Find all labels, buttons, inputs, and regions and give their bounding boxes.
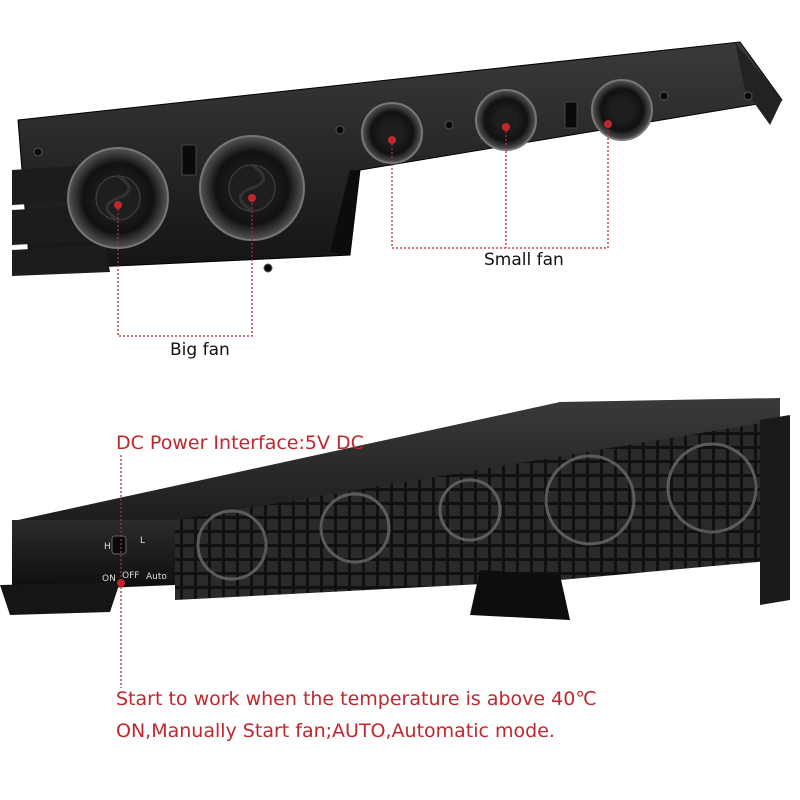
mount-clip	[181, 144, 197, 176]
big-fan-label: Big fan	[170, 340, 230, 360]
small-fan-1	[361, 102, 423, 164]
small-fan-3	[591, 79, 653, 141]
dc-power-label: DC Power Interface:5V DC	[116, 432, 364, 454]
mount-clip	[564, 101, 578, 129]
top-cooler-device	[12, 41, 783, 337]
grill-fan	[544, 454, 636, 546]
bottom-device-grill	[175, 420, 780, 600]
bottom-device-left-foot	[0, 582, 120, 615]
big-fan-left	[67, 147, 169, 249]
screw-hole	[263, 263, 273, 273]
bottom-device-right-layer	[760, 415, 790, 605]
marker-dot	[248, 194, 256, 202]
small-fan-leader-lines	[391, 124, 609, 249]
bottom-cooler-device	[0, 398, 790, 688]
big-fan-leader-lines	[117, 198, 253, 337]
bottom-device-stand	[470, 570, 570, 620]
marker-dot	[604, 120, 612, 128]
top-device-left-layer	[12, 245, 110, 276]
grill-fan	[196, 509, 268, 581]
screw-hole	[659, 91, 669, 101]
temperature-note: Start to work when the temperature is ab…	[116, 688, 597, 710]
switch-off-label: OFF	[122, 571, 140, 581]
small-fan-2	[475, 89, 537, 151]
screw-hole	[743, 91, 753, 101]
switch-auto-label: Auto	[146, 572, 167, 582]
screw-hole	[444, 120, 454, 130]
grill-fan	[319, 492, 391, 564]
small-fan-label: Small fan	[484, 250, 564, 270]
switch-h-label: H	[104, 542, 111, 552]
mode-note: ON,Manually Start fan;AUTO,Automatic mod…	[116, 720, 555, 742]
grill-fan	[666, 442, 758, 534]
grill-fan	[438, 478, 502, 542]
screw-hole	[33, 147, 43, 157]
switch-l-label: L	[140, 536, 146, 546]
bottom-device-side-panel	[12, 520, 175, 592]
mode-switch	[111, 535, 127, 555]
switch-on-label: ON	[102, 574, 116, 584]
top-device-right-foot	[735, 42, 782, 125]
screw-hole	[335, 125, 345, 135]
top-device-bracket	[330, 170, 360, 255]
